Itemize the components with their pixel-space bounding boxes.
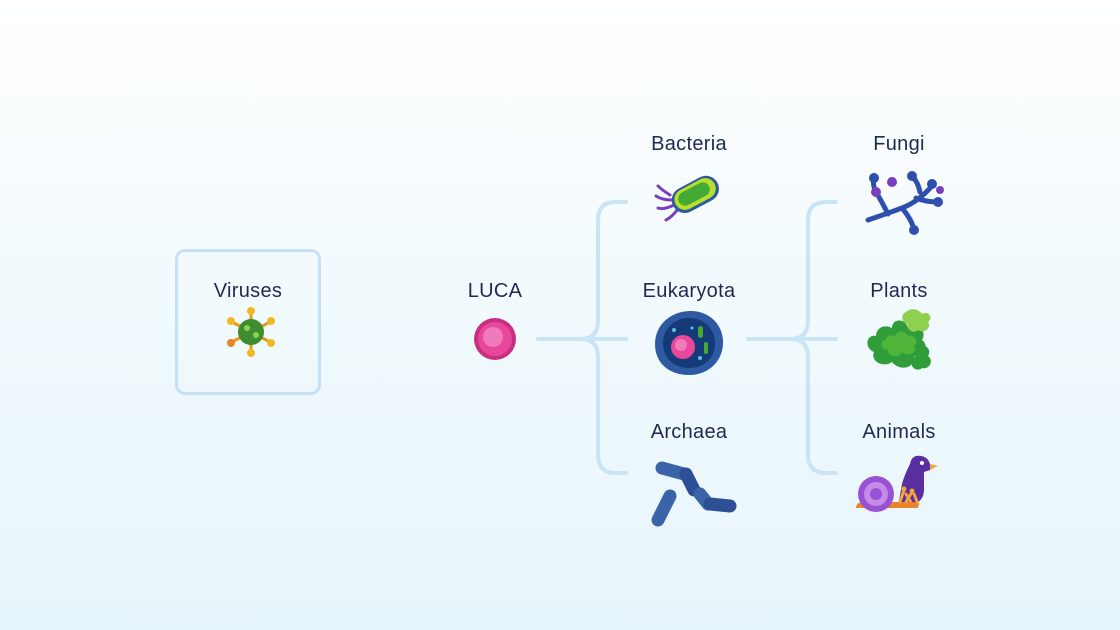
bacterium-icon xyxy=(654,175,719,222)
connector-eukaryota-trunk xyxy=(746,200,838,341)
label-viruses: Viruses xyxy=(213,280,283,302)
connector-eukaryota-down xyxy=(788,337,838,475)
label-archaea: Archaea xyxy=(650,421,728,443)
virus-icon xyxy=(227,307,275,357)
label-luca: LUCA xyxy=(467,280,523,302)
viruses-box xyxy=(175,249,321,395)
luca-cell-icon xyxy=(474,318,516,360)
connector-luca-trunk xyxy=(536,200,628,341)
fungus-mycelium-icon xyxy=(865,171,944,235)
label-animals: Animals xyxy=(862,421,936,443)
label-bacteria: Bacteria xyxy=(651,133,727,155)
label-plants: Plants xyxy=(870,280,928,302)
plant-leaves-icon xyxy=(867,309,931,370)
eukaryotic-cell-icon xyxy=(655,310,724,375)
archaea-rods-icon xyxy=(651,461,737,527)
label-fungi: Fungi xyxy=(873,133,925,155)
snail-and-bird-icon xyxy=(856,455,938,512)
label-eukaryota: Eukaryota xyxy=(642,280,736,302)
connector-luca-down xyxy=(578,337,628,475)
